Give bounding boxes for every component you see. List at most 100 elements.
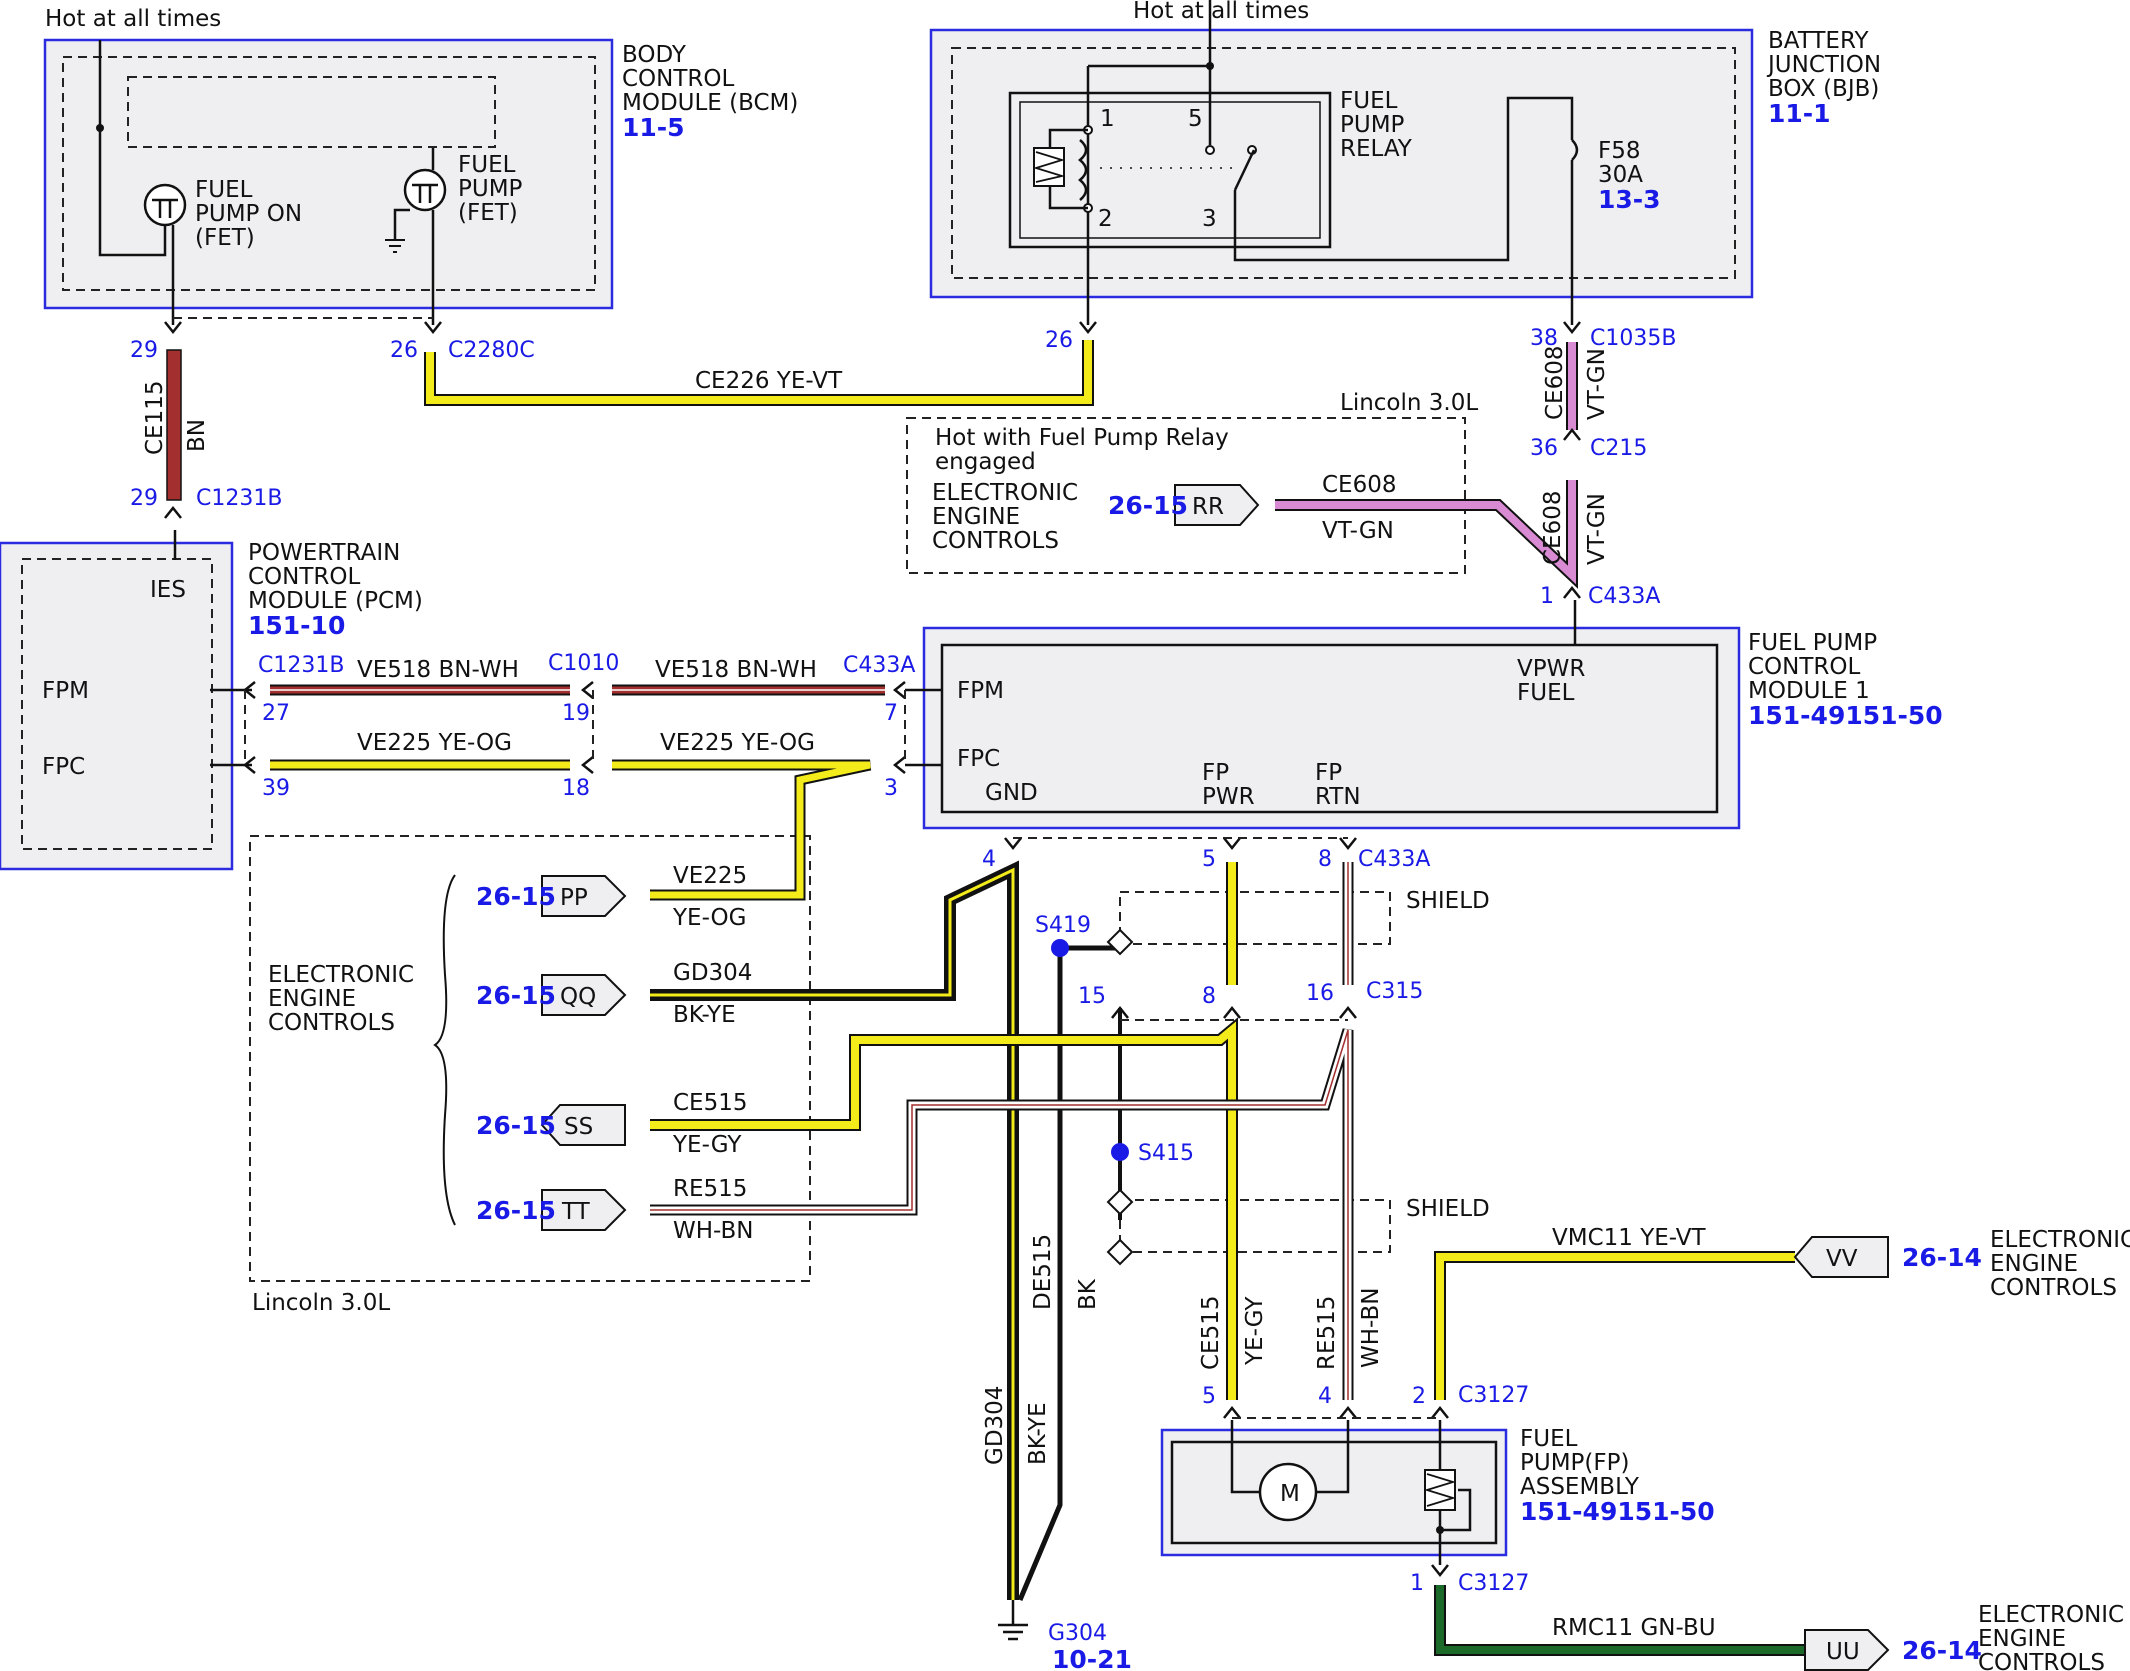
eec-top-2: ENGINE [932, 504, 1020, 530]
ref-rr: 26-15 [1108, 491, 1188, 520]
fpcm-fpm: FPM [957, 678, 1004, 704]
fuse-label: F58 [1598, 138, 1641, 164]
wire-ce515: CE515 [673, 1090, 748, 1116]
conn-c433a-bot: C433A [1358, 847, 1430, 872]
fet-on-3: (FET) [195, 225, 255, 251]
conn-c315: C315 [1366, 979, 1423, 1004]
bcm-title-1: BODY [622, 42, 687, 68]
fet-on-1: FUEL [195, 177, 253, 203]
fpcm-title-3: MODULE 1 [1748, 678, 1870, 704]
fuse-amp: 30A [1598, 162, 1643, 188]
ground-ref: 10-21 [1052, 1645, 1132, 1671]
relay-label-3: RELAY [1340, 136, 1413, 162]
tag-pp: PP [560, 885, 588, 911]
pin-4b: 4 [1318, 1384, 1332, 1409]
fpcm-title-2: CONTROL [1748, 654, 1861, 680]
wire-gd304-v: GD304 [982, 1386, 1008, 1465]
ref-qq: 26-15 [476, 981, 556, 1010]
wire-ce515-v: CE515 [1198, 1296, 1224, 1371]
eec-dashed-region-left [249, 835, 811, 1282]
conn-c2280c: C2280C [448, 338, 535, 363]
conn-c215: C215 [1590, 436, 1647, 461]
pin-8a: 8 [1318, 847, 1332, 872]
tag-vv: VV [1826, 1246, 1858, 1272]
pin-3: 3 [884, 776, 898, 801]
bcm-ref: 11-5 [622, 113, 685, 142]
tag-qq: QQ [560, 984, 596, 1010]
pin-36: 36 [1530, 436, 1558, 461]
splice-s419: S419 [1035, 913, 1091, 938]
pin-8b: 8 [1202, 984, 1216, 1009]
pin-1: 1 [1540, 584, 1554, 609]
fpa-ref: 151-49151-50 [1520, 1497, 1715, 1526]
pin-16: 16 [1306, 981, 1334, 1006]
wire-gd304: GD304 [673, 960, 752, 986]
ref-tt: 26-15 [476, 1196, 556, 1225]
relay-pin-5: 5 [1188, 106, 1203, 132]
wire-rmc11: RMC11 GN-BU [1552, 1615, 1716, 1641]
bjb-title-3: BOX (BJB) [1768, 76, 1879, 102]
fet-on-2: PUMP ON [195, 201, 302, 227]
eec-vv-3: CONTROLS [1990, 1275, 2117, 1301]
fpcm-fp-1: FP [1202, 760, 1229, 786]
fpcm-ref: 151-49151-50 [1748, 701, 1943, 730]
pin-18: 18 [562, 776, 590, 801]
eec-dashed-region-top [906, 417, 1466, 574]
bjb-box [929, 28, 1754, 299]
pin-4: 4 [982, 847, 996, 872]
ref-ss: 26-15 [476, 1111, 556, 1140]
wire-ce608b: CE608 [1322, 472, 1397, 498]
fpcm-title-1: FUEL PUMP [1748, 630, 1877, 656]
wire-vtgn-a: VT-GN [1584, 348, 1610, 420]
wire-vtgn-c: VT-GN [1584, 493, 1610, 565]
hot-label-left: Hot at all times [45, 6, 221, 32]
pcm-fpm: FPM [42, 678, 89, 704]
wire-re515: RE515 [673, 1176, 747, 1202]
tag-tt: TT [561, 1199, 591, 1225]
bjb-title-1: BATTERY [1768, 28, 1869, 54]
pin-38: 38 [1530, 326, 1558, 351]
fet-pump-2: PUMP [458, 176, 523, 202]
bcm-title-3: MODULE (BCM) [622, 90, 798, 116]
fpcm-pwr: PWR [1202, 784, 1255, 810]
pin-15: 15 [1078, 984, 1106, 1009]
pin-29b: 29 [130, 486, 158, 511]
ref-uu: 26-14 [1902, 1636, 1982, 1665]
fpcm-gnd: GND [985, 780, 1038, 806]
wire-ce226: CE226 YE-VT [695, 368, 843, 394]
eec-uu-3: CONTROLS [1978, 1650, 2105, 1671]
fpcm-fp-2: FP [1315, 760, 1342, 786]
pin-5b: 5 [1202, 1384, 1216, 1409]
wire-bkye-v: BK-YE [1025, 1402, 1051, 1465]
fpcm-fuel: FUEL [1517, 680, 1575, 706]
pin-27: 27 [262, 701, 290, 726]
fet-pump-1: FUEL [458, 152, 516, 178]
pcm-box [0, 541, 234, 871]
pcm-ref: 151-10 [248, 611, 345, 640]
conn-c3127-bot: C3127 [1458, 1571, 1529, 1596]
eec-left-3: CONTROLS [268, 1010, 395, 1036]
pin-1b: 1 [1410, 1571, 1424, 1596]
relay-label-2: PUMP [1340, 112, 1405, 138]
pcm-title-3: MODULE (PCM) [248, 588, 423, 614]
wire-ce608a: CE608 [1542, 346, 1568, 421]
lincoln-top: Lincoln 3.0L [1340, 390, 1478, 416]
eec-vv-2: ENGINE [1990, 1251, 2078, 1277]
wire-re515-v: RE515 [1314, 1296, 1340, 1370]
wire-ce608c: CE608 [1540, 491, 1566, 566]
fpcm-rtn: RTN [1315, 784, 1361, 810]
shield-bottom: SHIELD [1406, 1196, 1490, 1222]
wire-whbn: WH-BN [673, 1218, 754, 1244]
conn-c1231b-top: C1231B [196, 486, 282, 511]
bjb-ref: 11-1 [1768, 99, 1831, 128]
wire-yegy: YE-GY [672, 1132, 742, 1158]
tag-ss: SS [564, 1114, 593, 1140]
hot-label-right: Hot at all times [1133, 0, 1309, 24]
pin-39: 39 [262, 776, 290, 801]
motor-label: M [1280, 1481, 1300, 1507]
eec-uu-2: ENGINE [1978, 1626, 2066, 1652]
fpa-title-2: PUMP(FP) [1520, 1450, 1629, 1476]
pin-2: 2 [1412, 1384, 1426, 1409]
wire-ve518a: VE518 BN-WH [357, 657, 519, 683]
